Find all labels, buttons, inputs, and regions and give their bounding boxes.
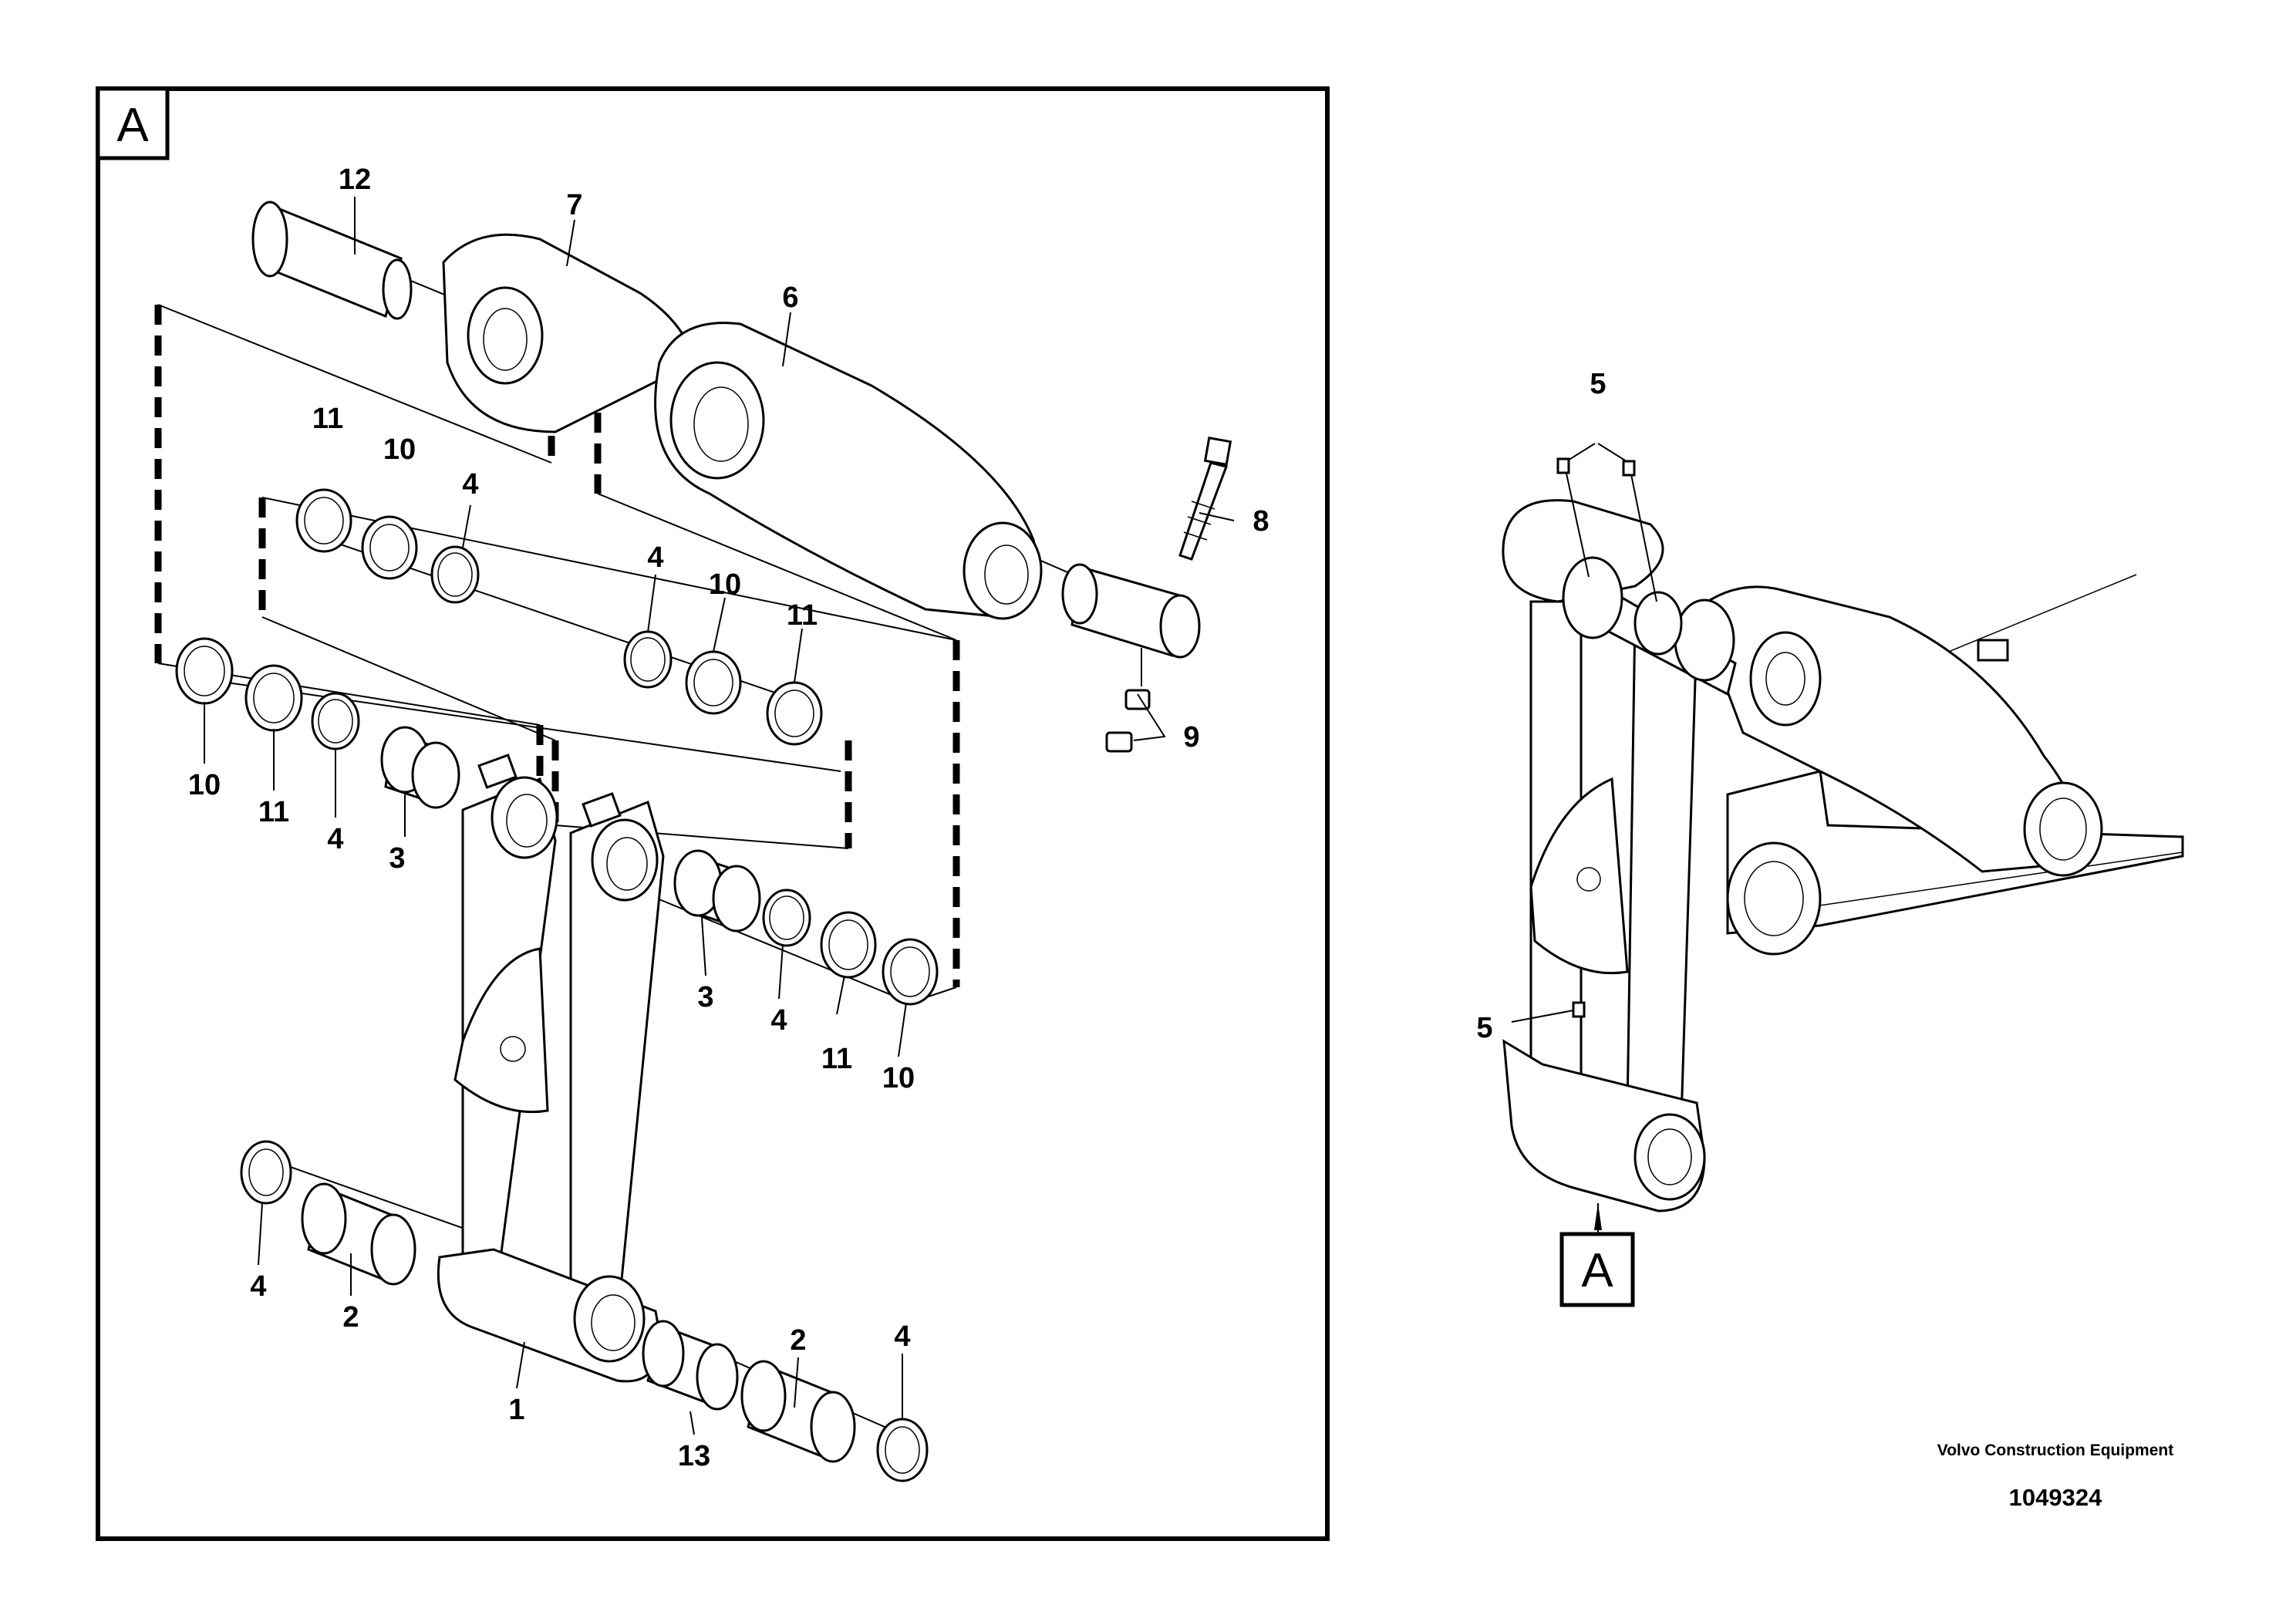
- callout-2: 2: [342, 1301, 359, 1334]
- callout-4: 4: [462, 468, 478, 501]
- arm-6: [654, 322, 1043, 620]
- callout-6: 6: [782, 282, 798, 314]
- bolt-8: [1178, 437, 1232, 561]
- bushings-3: [380, 726, 761, 932]
- callout-8: 8: [1253, 505, 1269, 538]
- overview-tag-box: [1559, 1232, 1635, 1307]
- callout-10: 10: [188, 769, 221, 801]
- callout-11: 11: [787, 599, 818, 632]
- detail-tag: A: [116, 99, 149, 152]
- callout-10: 10: [709, 568, 741, 601]
- callout-10: 10: [882, 1062, 915, 1094]
- rings-left: [175, 637, 360, 750]
- callout-5: 5: [1476, 1012, 1492, 1044]
- callout-1: 1: [508, 1394, 524, 1426]
- leader-lines: [204, 197, 1235, 1435]
- callouts-detail: 12 7 6 8 9 11 10 4 4 10 11 10 11 4 3 3 4…: [188, 164, 1269, 1472]
- rings-upper: [295, 488, 823, 746]
- callout-11: 11: [258, 796, 289, 828]
- callout-10: 10: [383, 433, 416, 466]
- nuts-9: [1105, 648, 1166, 753]
- callout-11: 11: [312, 403, 343, 435]
- callout-7: 7: [566, 189, 582, 221]
- callout-4: 4: [327, 823, 343, 855]
- callout-9: 9: [1183, 721, 1199, 754]
- callout-5: 5: [1590, 368, 1606, 400]
- detail-frame: [96, 86, 1330, 1541]
- company-name: Volvo Construction Equipment: [1937, 1442, 2174, 1459]
- overview-tag: A: [1581, 1244, 1613, 1297]
- callout-3: 3: [389, 842, 405, 875]
- callout-13: 13: [678, 1440, 710, 1472]
- callout-4: 4: [894, 1320, 910, 1353]
- overview-assembly: [1502, 443, 2184, 1242]
- callout-4: 4: [770, 1004, 787, 1037]
- link-frame-1: [437, 754, 665, 1383]
- callout-4: 4: [647, 541, 663, 574]
- callout-4: 4: [250, 1270, 266, 1303]
- pin-12: [251, 201, 413, 320]
- pin-right: [1061, 563, 1201, 659]
- callout-3: 3: [697, 981, 713, 1013]
- callout-12: 12: [339, 164, 371, 196]
- rings-right-lower: [762, 889, 939, 1006]
- link-plate-7: [442, 233, 696, 433]
- detail-tag-box: [96, 86, 170, 160]
- drawing-number: 1049324: [2008, 1484, 2102, 1511]
- lower-parts: [240, 1140, 929, 1482]
- callout-2: 2: [790, 1324, 806, 1357]
- callout-11: 11: [821, 1043, 852, 1075]
